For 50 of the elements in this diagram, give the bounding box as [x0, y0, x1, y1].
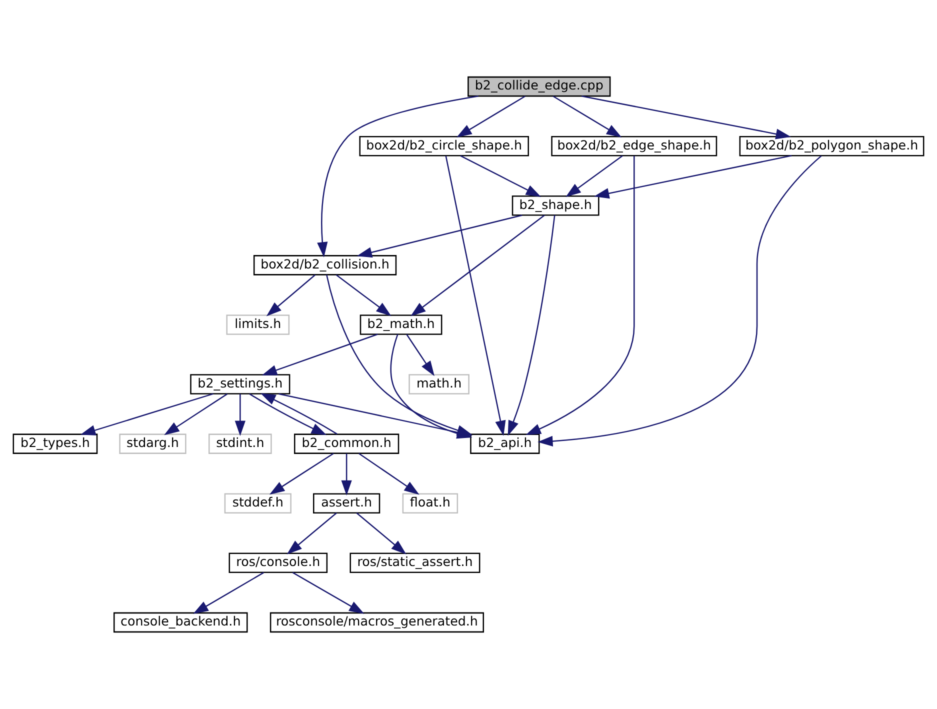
arrow — [286, 512, 337, 554]
arrow — [292, 572, 364, 614]
arrow — [552, 96, 622, 138]
arrow — [460, 155, 542, 197]
arrow — [582, 96, 792, 140]
arrow — [80, 393, 214, 436]
arrow — [526, 156, 635, 436]
node-box: box2d/b2_collision.h — [253, 255, 397, 276]
arrow — [164, 393, 228, 436]
arrow — [538, 155, 822, 446]
arrow — [410, 214, 545, 316]
node-box: float.h — [402, 493, 458, 514]
node-box: stdarg.h — [119, 434, 186, 454]
node-box: ros/static_assert.h — [350, 552, 480, 574]
node-box: stddef.h — [224, 493, 292, 514]
arrow — [249, 393, 327, 436]
arrow — [193, 572, 264, 614]
node-box: b2_types.h — [12, 434, 98, 454]
node-box: box2d/b2_polygon_shape.h — [739, 136, 924, 156]
arrow — [269, 452, 334, 495]
arrow — [356, 512, 406, 554]
arrow — [356, 214, 522, 258]
arrow — [262, 334, 378, 376]
arrow — [508, 215, 556, 436]
node-box: b2_collide_edge.cpp — [468, 76, 611, 97]
arrow — [456, 96, 526, 138]
arrow — [266, 274, 316, 316]
arrow — [566, 155, 623, 198]
node-box: b2_shape.h — [512, 196, 600, 216]
node-box: ros/console.h — [228, 552, 328, 574]
arrow — [594, 155, 792, 199]
arrow — [260, 393, 338, 435]
arrow — [336, 274, 392, 316]
node-box: math.h — [408, 374, 470, 394]
arrow — [317, 95, 478, 258]
node-box: b2_api.h — [470, 434, 540, 454]
node-box: b2_settings.h — [190, 374, 290, 394]
node-box: limits.h — [226, 314, 290, 335]
arrow — [358, 452, 420, 495]
node-box: b2_common.h — [294, 434, 400, 454]
node-box: assert.h — [313, 493, 380, 514]
node-box: console_backend.h — [113, 612, 248, 633]
arrow — [341, 454, 352, 496]
arrow — [406, 334, 434, 376]
arrow — [234, 394, 246, 436]
node-box: box2d/b2_circle_shape.h — [359, 136, 529, 156]
node-box: b2_math.h — [360, 314, 442, 335]
node-box: rosconsole/macros_generated.h — [270, 612, 484, 633]
node-box: box2d/b2_edge_shape.h — [551, 136, 718, 156]
node-box: stdint.h — [208, 434, 272, 454]
